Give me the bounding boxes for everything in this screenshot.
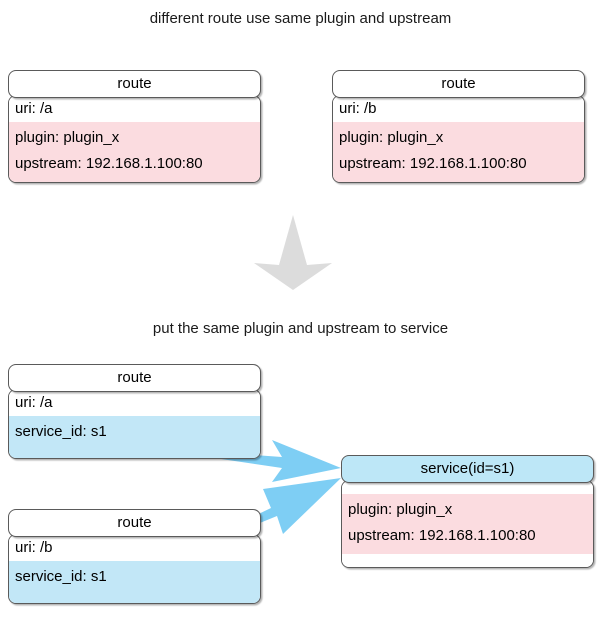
service-bottom-filler <box>342 554 593 567</box>
route-box-b-bottom-body: uri: /b service_id: s1 <box>8 534 261 604</box>
route-box-a-top-body: uri: /a plugin: plugin_x upstream: 192.1… <box>8 95 261 183</box>
service-box-body: plugin: plugin_x upstream: 192.168.1.100… <box>341 480 594 568</box>
bottom-caption: put the same plugin and upstream to serv… <box>152 320 449 337</box>
route-box-b-top-title: route <box>332 70 585 98</box>
route-box-a-top: route uri: /a plugin: plugin_x upstream:… <box>8 70 261 183</box>
service-top-filler <box>342 481 593 494</box>
service-box: service(id=s1) plugin: plugin_x upstream… <box>341 455 594 568</box>
service-upstream-row: upstream: 192.168.1.100:80 <box>342 523 593 554</box>
service-box-title: service(id=s1) <box>341 455 594 483</box>
route-b-uri-row: uri: /b <box>333 96 584 122</box>
route-a2-uri-row: uri: /a <box>9 390 260 416</box>
route-b2-uri-row: uri: /b <box>9 535 260 561</box>
route-a2-service-id-row: service_id: s1 <box>9 416 260 445</box>
route-box-b-top: route uri: /b plugin: plugin_x upstream:… <box>332 70 585 183</box>
top-caption: different route use same plugin and upst… <box>149 10 452 27</box>
route-b2-service-id-row: service_id: s1 <box>9 561 260 590</box>
route-b-plugin-row: plugin: plugin_x <box>333 122 584 151</box>
route-box-a-bottom: route uri: /a service_id: s1 <box>8 364 261 459</box>
route-a-upstream-row: upstream: 192.168.1.100:80 <box>9 151 260 182</box>
route-box-b-bottom: route uri: /b service_id: s1 <box>8 509 261 604</box>
service-plugin-row: plugin: plugin_x <box>342 494 593 523</box>
route-box-b-top-body: uri: /b plugin: plugin_x upstream: 192.1… <box>332 95 585 183</box>
route-box-b-bottom-title: route <box>8 509 261 537</box>
route-box-a-bottom-body: uri: /a service_id: s1 <box>8 389 261 459</box>
route-box-a-bottom-title: route <box>8 364 261 392</box>
route-a-uri-row: uri: /a <box>9 96 260 122</box>
route-box-a-top-title: route <box>8 70 261 98</box>
route-b2-blue-filler <box>9 590 260 603</box>
route-b-upstream-row: upstream: 192.168.1.100:80 <box>333 151 584 182</box>
route-a2-blue-filler <box>9 445 260 458</box>
route-a-plugin-row: plugin: plugin_x <box>9 122 260 151</box>
down-arrow-icon <box>254 215 332 290</box>
